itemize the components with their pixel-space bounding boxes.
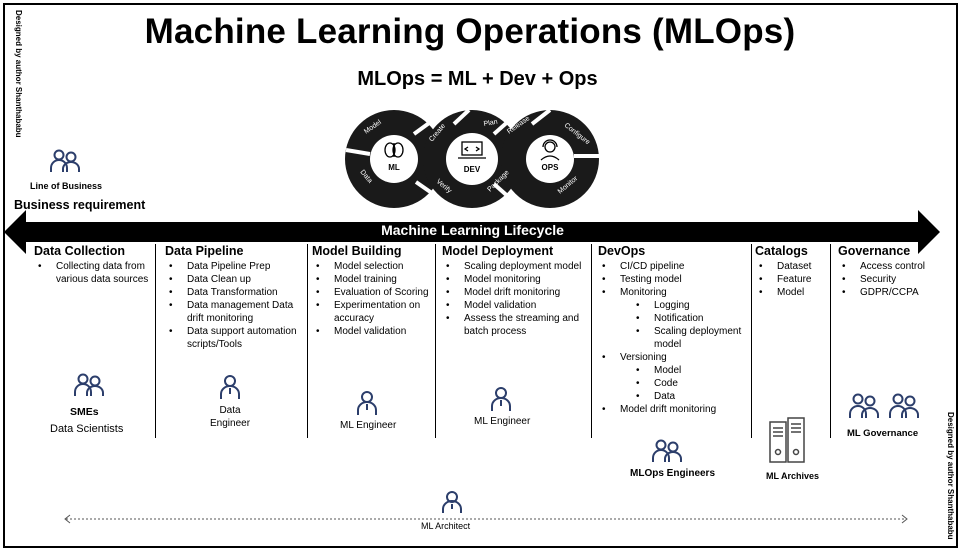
column-divider [435, 244, 436, 438]
list-item: Model validation [312, 325, 434, 338]
column-devops: DevOpsCI/CD pipelineTesting modelMonitor… [598, 244, 750, 438]
list-item: Collecting data from various data source… [34, 260, 154, 286]
mlops-cycle-diagram: Model Data Create Verify Plan Package Re… [345, 108, 600, 208]
lifecycle-label: Machine Learning Lifecycle [381, 222, 564, 238]
column-data-pipeline: Data PipelineData Pipeline PrepData Clea… [165, 244, 305, 438]
column-divider [591, 244, 592, 438]
column-title: Data Pipeline [165, 244, 244, 258]
lifecycle-arrow [4, 210, 940, 254]
list-item: Feature [755, 273, 829, 286]
diagram-frame [3, 3, 958, 548]
line-of-business-label: Line of Business [30, 181, 103, 191]
column-title: Catalogs [755, 244, 808, 258]
list-item: Data Clean up [165, 273, 305, 286]
column-divider [830, 244, 831, 438]
column-title: Governance [838, 244, 911, 258]
list-item: Experimentation on accuracy [312, 299, 434, 325]
cycle-node-dev: DEV [464, 165, 481, 174]
list-item: Model [598, 364, 750, 377]
list-item: Access control [838, 260, 938, 273]
list-item: GDPR/CCPA [838, 286, 938, 299]
role-label-ml-engineer: ML Engineer [474, 416, 531, 427]
archive-binders-icon [769, 417, 805, 463]
author-credit-right: Designed by author Shanthababu [946, 412, 955, 540]
list-item: Versioning [598, 351, 750, 364]
column-data-collection: Data CollectionCollecting data from vari… [34, 244, 154, 438]
list-item: CI/CD pipeline [598, 260, 750, 273]
column-divider [751, 244, 752, 438]
page-title: Machine Learning Operations (MLOps) [144, 12, 796, 51]
person-icon [442, 491, 462, 513]
list-item: Data [598, 390, 750, 403]
list-item: Model validation [442, 299, 590, 312]
list-item: Data Pipeline Prep [165, 260, 305, 273]
column-catalogs: CatalogsDatasetFeatureModel [755, 244, 829, 438]
list-item: Model drift monitoring [442, 286, 590, 299]
people-group-icon [849, 393, 919, 418]
list-item: Scaling deployment model [442, 260, 590, 273]
role-label-data-scientists: Data Scientists [50, 423, 124, 435]
list-item: Testing model [598, 273, 750, 286]
column-model-deployment: Model DeploymentScaling deployment model… [442, 244, 590, 438]
list-item: Assess the streaming and batch process [442, 312, 590, 338]
list-item: Data management Data drift monitoring [165, 299, 305, 325]
cycle-node-ml: ML [388, 163, 400, 172]
list-item: Model [755, 286, 829, 299]
list-item: Notification [598, 312, 750, 325]
role-label-mlops-engineers: MLOps Engineers [630, 468, 716, 479]
column-governance: GovernanceAccess controlSecurityGDPR/CCP… [838, 244, 938, 438]
stage-label-plan: Plan [483, 119, 498, 128]
list-item: Model selection [312, 260, 434, 273]
column-divider [307, 244, 308, 438]
list-item: Data support automation scripts/Tools [165, 325, 305, 351]
column-title: Model Deployment [442, 244, 554, 258]
role-label-data-engineer: Data Engineer [210, 405, 251, 429]
column-title: Data Collection [34, 244, 125, 258]
role-label-ml-engineer: ML Engineer [340, 420, 397, 431]
architect-span-arrow [64, 514, 908, 524]
list-item: Security [838, 273, 938, 286]
list-item: Dataset [755, 260, 829, 273]
author-credit-left: Designed by author Shanthababu [14, 10, 23, 138]
list-item: Model training [312, 273, 434, 286]
list-item: Monitoring [598, 286, 750, 299]
list-item: Scaling deployment model [598, 325, 750, 351]
column-title: Model Building [312, 244, 402, 258]
people-icon [50, 149, 80, 172]
column-divider [155, 244, 156, 438]
mlops-formula: MLOps = ML + Dev + Ops [357, 68, 598, 90]
list-item: Code [598, 377, 750, 390]
role-label-ml-archives: ML Archives [766, 471, 820, 481]
person-icon [220, 375, 240, 399]
role-label-ml-governance: ML Governance [847, 428, 919, 439]
list-item: Data Transformation [165, 286, 305, 299]
laptop-icon [458, 141, 486, 159]
list-item: Logging [598, 299, 750, 312]
ml-architect-label: ML Architect [421, 521, 471, 531]
cycle-node-ops: OPS [542, 163, 560, 172]
headset-person-icon [540, 139, 560, 161]
column-title: DevOps [598, 244, 646, 258]
person-icon [357, 391, 377, 415]
brain-icon [384, 142, 404, 158]
role-label-smes: SMEs [70, 406, 99, 418]
person-icon [491, 387, 511, 411]
business-requirement-label: Business requirement [14, 198, 146, 212]
list-item: Model drift monitoring [598, 403, 750, 416]
column-model-building: Model BuildingModel selectionModel train… [312, 244, 434, 438]
list-item: Model monitoring [442, 273, 590, 286]
people-icon [74, 373, 104, 396]
people-icon [652, 439, 682, 462]
list-item: Evaluation of Scoring [312, 286, 434, 299]
